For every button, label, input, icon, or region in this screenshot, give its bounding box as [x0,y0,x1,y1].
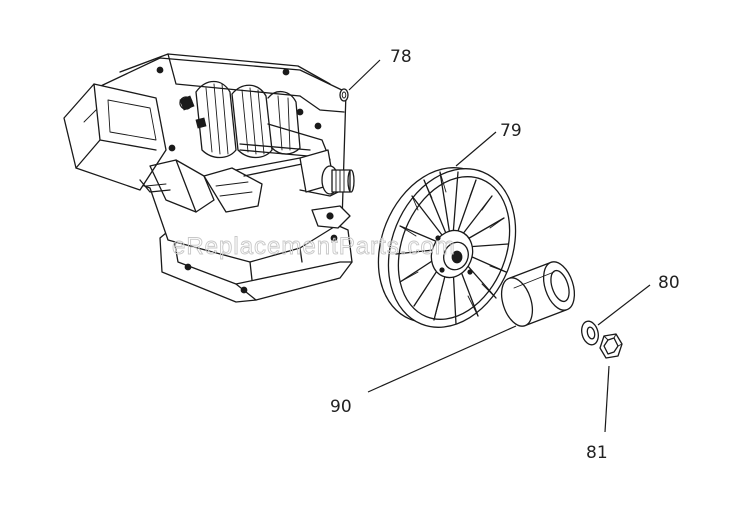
callout-81: 81 [586,443,608,463]
part-90-starter-cup [500,261,576,327]
leader-80 [597,284,651,326]
watermark-text: eReplacementParts.com [172,233,456,260]
part-81-nut [599,333,623,359]
leader-lines [348,59,651,433]
leader-81 [604,365,610,433]
leader-90 [367,325,517,393]
callout-labels: 78 79 80 81 90 [330,47,680,463]
leader-78 [348,59,381,91]
callout-80: 80 [658,273,680,293]
engine-assembly [63,53,355,303]
callout-79: 79 [500,121,522,141]
part-78-seal [339,88,349,102]
callout-78: 78 [390,47,412,67]
part-79-flywheel [377,167,517,328]
leader-79 [455,131,497,167]
cylinder-fins [195,80,301,159]
part-80-washer [581,320,599,346]
callout-90: 90 [330,397,352,417]
